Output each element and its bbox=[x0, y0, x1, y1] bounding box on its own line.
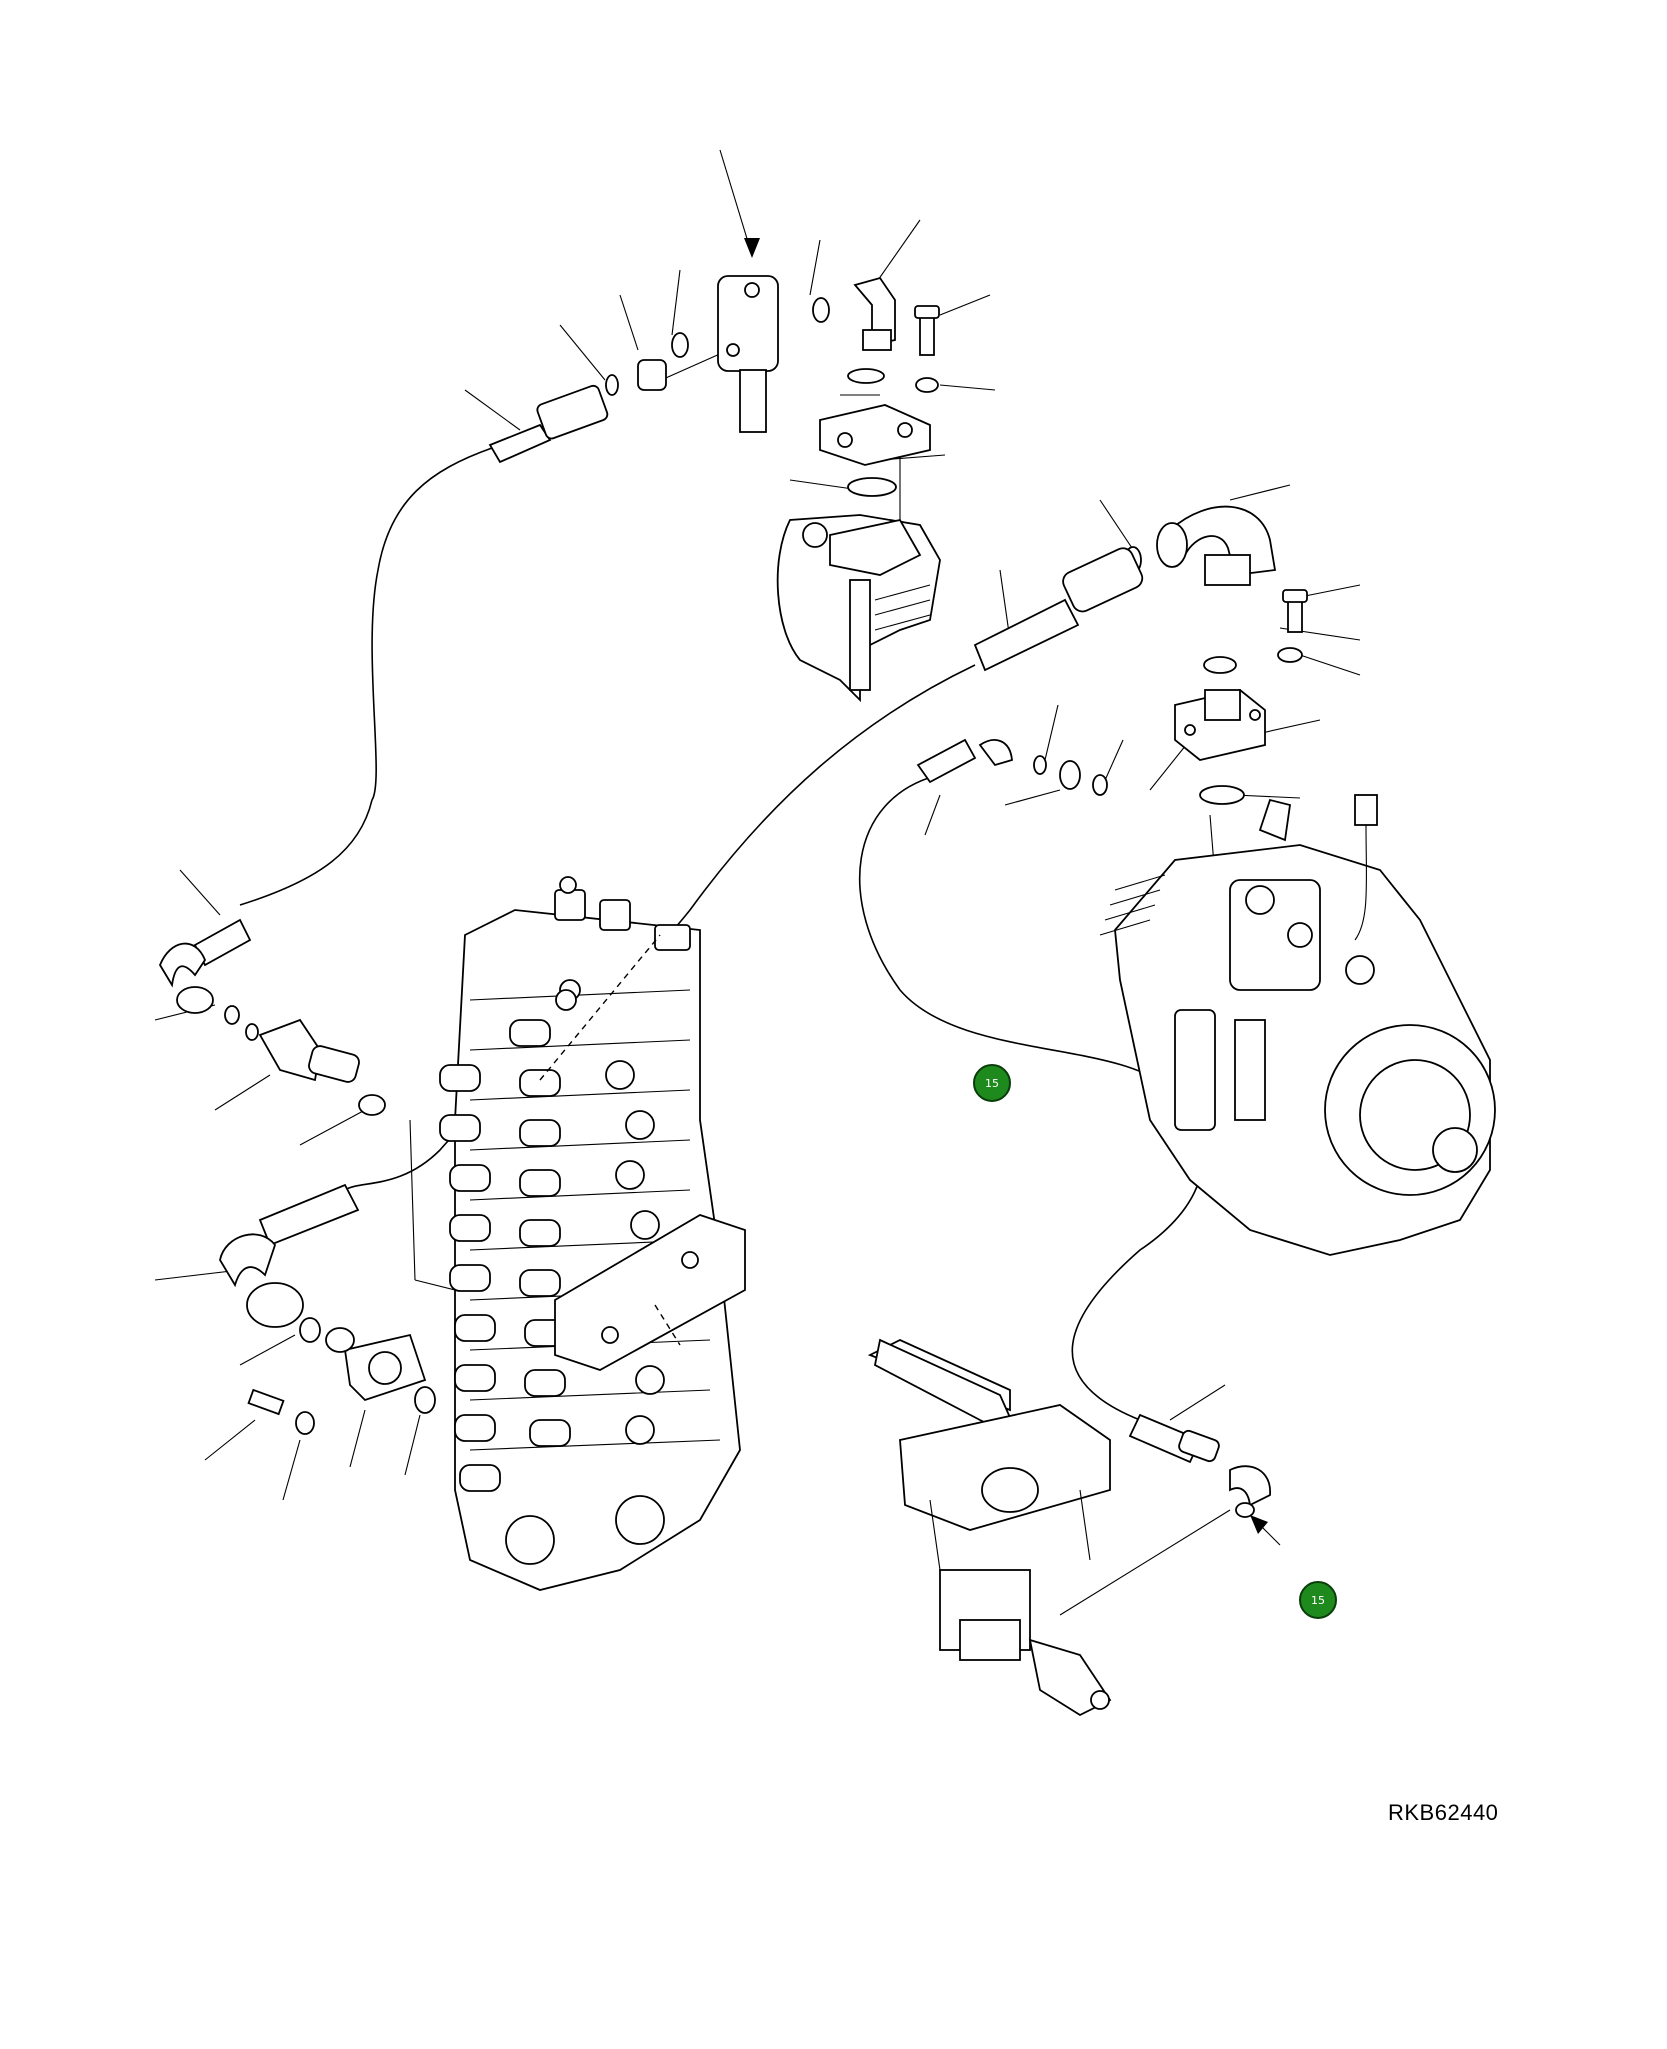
pump-housing-top-center bbox=[776, 514, 941, 703]
control-valve-stack bbox=[439, 876, 746, 1591]
main-hydraulic-pump bbox=[1099, 794, 1496, 1256]
top-swivel-valve-assembly bbox=[488, 275, 940, 497]
callout-badge-15-upper[interactable]: 15 bbox=[973, 1064, 1011, 1102]
callout-label: 15 bbox=[1311, 1594, 1325, 1607]
pedal-valve-hose-fitting bbox=[1128, 1413, 1271, 1518]
travel-pedal-valve bbox=[867, 1338, 1112, 1717]
pointer-arrows bbox=[744, 238, 1281, 1546]
callout-badge-15-lower[interactable]: 15 bbox=[1299, 1581, 1337, 1619]
callout-label: 15 bbox=[985, 1077, 999, 1090]
drawing-reference-number: RKB62440 bbox=[1388, 1800, 1499, 1825]
right-elbow-flange-assembly bbox=[916, 505, 1308, 805]
left-lower-elbow-flange bbox=[219, 1183, 436, 1435]
left-upper-elbow-fittings bbox=[158, 918, 386, 1116]
hose-top-left bbox=[239, 447, 493, 906]
